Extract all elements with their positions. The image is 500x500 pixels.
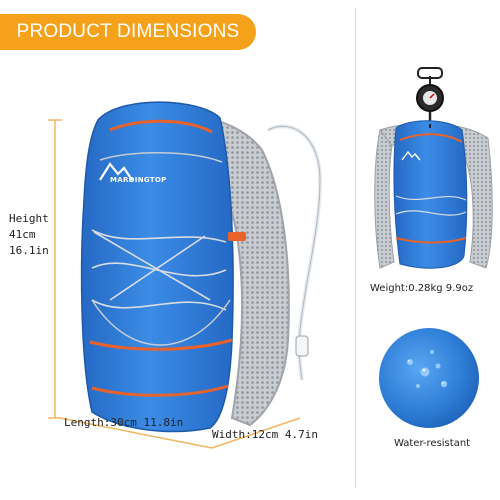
height-label: Height [9, 212, 49, 225]
length-dimension-line [59, 417, 213, 449]
water-resistant-fabric-sample [379, 328, 479, 428]
width-value: Width:12cm 4.7in [212, 428, 318, 441]
vertical-divider [355, 8, 356, 488]
backpack-large [80, 101, 323, 433]
brand-name-text: MARDINGTOP [110, 176, 167, 184]
length-value: Length:30cm 11.8in [64, 416, 184, 429]
banner-title: PRODUCT DIMENSIONS [16, 21, 240, 42]
height-in-value: 16.1in [9, 244, 49, 257]
water-resistant-label: Water-resistant [394, 438, 471, 449]
weight-label: Weight:0.28kg 9.9oz [370, 283, 474, 294]
product-dimensions-banner: PRODUCT DIMENSIONS [0, 14, 256, 50]
width-dimension-line [211, 417, 301, 449]
height-cm-value: 41cm [9, 228, 36, 241]
backpack-weight-scale [374, 67, 493, 269]
brand-logo-icon [99, 162, 133, 181]
height-dimension-line [48, 119, 62, 419]
